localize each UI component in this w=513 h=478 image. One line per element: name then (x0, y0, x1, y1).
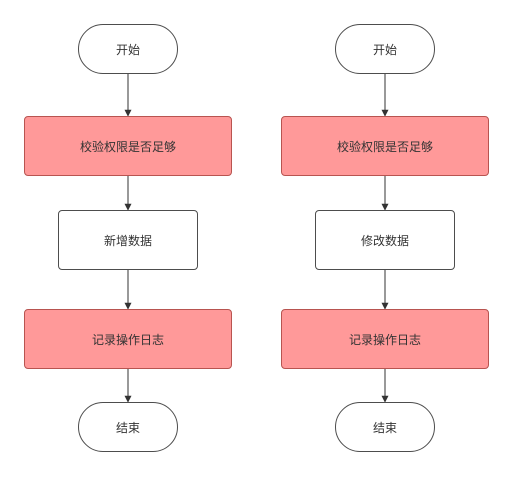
right-edit-data-label: 修改数据 (360, 233, 409, 248)
right-start-node: 开始 (335, 24, 435, 74)
left-start-label: 开始 (115, 42, 140, 57)
right-end-label: 结束 (372, 420, 397, 435)
left-permission-check-node: 校验权限是否足够 (24, 116, 232, 176)
right-log-label: 记录操作日志 (348, 332, 421, 347)
left-start-node: 开始 (78, 24, 178, 74)
right-permission-check-label: 校验权限是否足够 (336, 139, 433, 154)
right-edit-data-node: 修改数据 (315, 210, 455, 270)
left-end-node: 结束 (78, 402, 178, 452)
right-log-node: 记录操作日志 (281, 309, 489, 369)
left-log-label: 记录操作日志 (91, 332, 164, 347)
left-permission-check-label: 校验权限是否足够 (79, 139, 176, 154)
left-add-data-label: 新增数据 (103, 233, 152, 248)
right-start-label: 开始 (372, 42, 397, 57)
right-permission-check-node: 校验权限是否足够 (281, 116, 489, 176)
left-end-label: 结束 (115, 420, 140, 435)
left-add-data-node: 新增数据 (58, 210, 198, 270)
right-end-node: 结束 (335, 402, 435, 452)
left-log-node: 记录操作日志 (24, 309, 232, 369)
